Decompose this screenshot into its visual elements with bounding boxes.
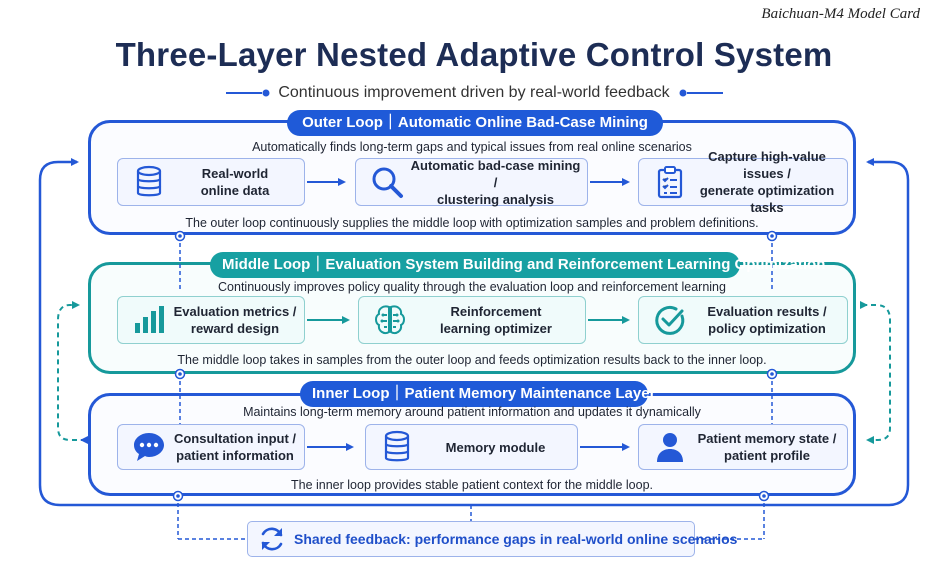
- subtitle-decor-right: [679, 89, 723, 97]
- step-label-line2: online data: [200, 183, 270, 198]
- shared-feedback-box: Shared feedback: performance gaps in rea…: [247, 521, 737, 557]
- outer-feedback-loop-line: [38, 158, 90, 507]
- database-icon: [374, 427, 420, 467]
- vertical-connector-middle-left: [174, 368, 186, 425]
- diagram-subtitle: Continuous improvement driven by real-wo…: [278, 84, 670, 101]
- step-label-line1: Memory module: [445, 439, 546, 455]
- outer-loop-description: Automatically finds long-term gaps and t…: [252, 140, 692, 154]
- step-label-line2: reward design: [190, 321, 280, 336]
- step-label-line1: Patient memory state /: [697, 431, 837, 446]
- magnifier-icon: [364, 162, 410, 202]
- middle-loop-description: Continuously improves policy quality thr…: [218, 280, 726, 294]
- outer-feedback-loop-line-right: [856, 158, 910, 507]
- step-label-line1: Evaluation results /: [707, 304, 827, 319]
- step-label-line1: Reinforcement: [450, 304, 542, 319]
- outer-loop-footer: The outer loop continuously supplies the…: [185, 216, 759, 230]
- middle-step-evaluation-results: Evaluation results / policy optimization: [638, 296, 848, 344]
- vertical-connector-middle-right: [766, 368, 778, 425]
- middle-feedback-left-arrow: [57, 301, 86, 441]
- refresh-cycle-icon: [258, 522, 286, 556]
- step-label-line1: Consultation input /: [173, 431, 297, 446]
- step-label-line1: Automatic bad-case mining /: [410, 157, 581, 190]
- vertical-connector-outer-right: [766, 230, 778, 292]
- database-icon: [126, 162, 172, 202]
- inner-step-patient-memory-state: Patient memory state / patient profile: [638, 424, 848, 470]
- check-circle-icon: [647, 300, 693, 340]
- subtitle-decor-left: [226, 89, 270, 97]
- subtitle-row: Continuous improvement driven by real-wo…: [0, 84, 948, 102]
- inner-loop-footer: The inner loop provides stable patient c…: [290, 478, 654, 492]
- patient-person-icon: [647, 427, 693, 467]
- bar-chart-icon: [126, 300, 172, 340]
- middle-feedback-right-arrow: [862, 304, 891, 444]
- vertical-connector-outer-left: [174, 230, 186, 292]
- step-label-line2: learning optimizer: [440, 321, 552, 336]
- inner-step-memory-module: Memory module: [365, 424, 578, 470]
- outer-step-real-world-data: Real-world online data: [117, 158, 305, 206]
- step-label-line2: clustering analysis: [436, 191, 555, 207]
- brain-circuit-icon: [367, 300, 413, 340]
- model-card-header: Baichuan-M4 Model Card: [761, 6, 920, 22]
- step-label-line2: generate optimization tasks: [699, 183, 835, 215]
- middle-step-evaluation-metrics: Evaluation metrics / reward design: [117, 296, 305, 344]
- diagram-title: Three-Layer Nested Adaptive Control Syst…: [115, 36, 833, 73]
- inner-loop-title: Inner Loop｜Patient Memory Maintenance La…: [300, 381, 655, 407]
- step-label-line1: Capture high-value issues /: [708, 149, 826, 181]
- shared-feedback-connector: [172, 490, 770, 540]
- middle-loop-title: Middle Loop｜Evaluation System Building a…: [210, 252, 825, 278]
- clipboard-checklist-icon: [647, 162, 693, 202]
- inner-loop-description: Maintains long-term memory around patien…: [243, 405, 701, 419]
- outer-step-bad-case-mining: Automatic bad-case mining /clustering an…: [355, 157, 588, 207]
- step-label-line1: Real-world: [201, 166, 269, 181]
- outer-step-capture-issues: Capture high-value issues /generate opti…: [638, 149, 848, 215]
- middle-step-rl-optimizer: Reinforcement learning optimizer: [358, 296, 586, 344]
- step-label-line2: patient profile: [724, 448, 810, 463]
- outer-loop-title: Outer Loop｜Automatic Online Bad-Case Min…: [287, 110, 663, 136]
- shared-feedback-label: Shared feedback: performance gaps in rea…: [294, 531, 738, 547]
- step-label-line2: patient information: [176, 448, 294, 463]
- chat-bubble-icon: [126, 427, 172, 467]
- inner-step-consultation-input: Consultation input / patient information: [117, 424, 305, 470]
- middle-loop-footer: The middle loop takes in samples from th…: [177, 353, 767, 367]
- step-label-line2: policy optimization: [708, 321, 826, 336]
- step-label-line1: Evaluation metrics /: [173, 304, 297, 319]
